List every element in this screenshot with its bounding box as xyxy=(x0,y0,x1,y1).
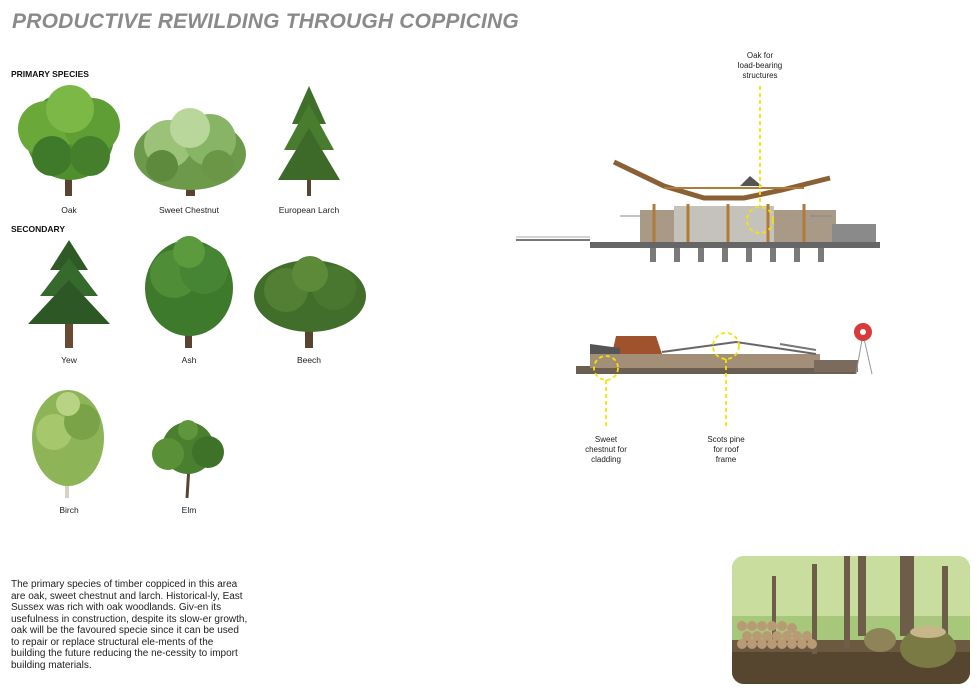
yew-label: Yew xyxy=(61,355,77,365)
oak-annotation: Oak for load-bearing structures xyxy=(720,51,800,81)
building-section-drawing xyxy=(516,159,880,262)
secondary-species-heading: SECONDARY xyxy=(11,224,65,234)
oak-label: Oak xyxy=(61,205,77,215)
oak-annotation-line2: load-bearing xyxy=(737,61,783,70)
pine-annotation-line3: frame xyxy=(715,455,737,464)
annotation-overlay xyxy=(593,86,774,426)
sweet-chestnut-label: Sweet Chestnut xyxy=(158,205,219,215)
description-paragraph: The primary species of timber coppiced i… xyxy=(11,579,248,671)
pine-annotation-line2: for roof xyxy=(713,445,739,454)
european-larch-tree-image xyxy=(278,86,340,196)
chestnut-annotation-line3: cladding xyxy=(591,455,621,464)
beech-tree-image xyxy=(254,256,366,348)
beech-label: Beech xyxy=(296,355,322,365)
chestnut-annotation-line2: chestnut for xyxy=(585,445,627,454)
sweet-chestnut-tree-image xyxy=(134,108,246,196)
birch-tree-image xyxy=(32,390,104,498)
chestnut-annotation: Sweet chestnut for cladding xyxy=(566,435,646,465)
page-title: PRODUCTIVE REWILDING THROUGH COPPICING xyxy=(12,10,519,33)
building-elevation-drawing xyxy=(576,323,873,375)
yew-tree-image xyxy=(28,240,110,348)
ash-tree-image xyxy=(145,236,233,348)
elm-label: Elm xyxy=(181,505,197,515)
oak-annotation-line1: Oak for xyxy=(746,51,774,60)
primary-species-heading: PRIMARY SPECIES xyxy=(11,69,89,79)
coppice-woodland-photo xyxy=(732,556,970,684)
european-larch-label: European Larch xyxy=(278,205,340,215)
chestnut-annotation-line1: Sweet xyxy=(594,435,618,444)
pine-annotation-line1: Scots pine xyxy=(707,435,745,444)
elm-tree-image xyxy=(152,420,224,499)
pine-annotation: Scots pine for roof frame xyxy=(686,435,766,465)
oak-annotation-line3: structures xyxy=(742,71,778,80)
oak-tree-image xyxy=(18,85,120,196)
birch-label: Birch xyxy=(59,505,79,515)
ash-label: Ash xyxy=(181,355,197,365)
